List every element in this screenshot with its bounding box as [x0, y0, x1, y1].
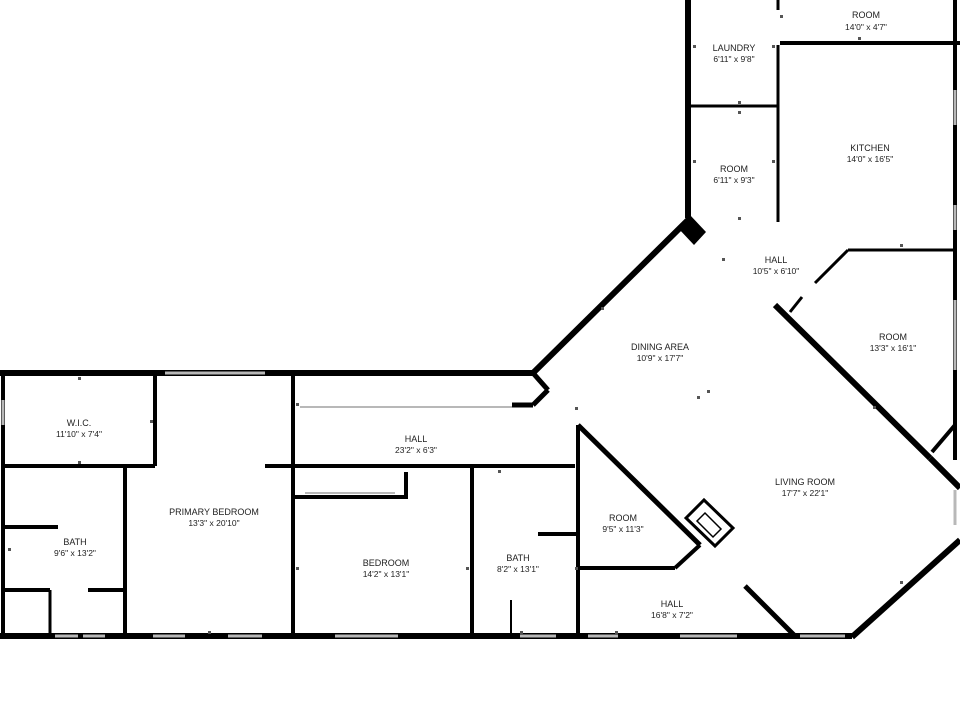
- bath-name: BATH: [63, 537, 86, 547]
- hall-name: HALL: [661, 599, 684, 609]
- walls: [0, 0, 960, 640]
- dining-area-dims: 10'9" x 17'7": [637, 353, 684, 363]
- hall-dims: 16'8" x 7'2": [651, 610, 693, 620]
- room-dims: 9'5" x 11'3": [602, 524, 643, 534]
- hall-dims: 10'5" x 6'10": [753, 266, 800, 276]
- room-name: ROOM: [720, 164, 748, 174]
- bedroom-name: BEDROOM: [363, 558, 410, 568]
- wic-name: W.I.C.: [67, 418, 92, 428]
- primary-bedroom-dims: 13'3" x 20'10": [188, 518, 239, 528]
- hall-dims: 23'2" x 6'3": [395, 445, 437, 455]
- room-dims: 6'11" x 9'3": [713, 175, 754, 185]
- room-name: ROOM: [879, 332, 907, 342]
- room-name: ROOM: [609, 513, 637, 523]
- bedroom-dims: 14'2" x 13'1": [363, 569, 410, 579]
- room-dims: 14'0" x 4'7": [845, 22, 887, 32]
- windows: [1, 90, 957, 638]
- room-labels: ROOM 14'0" x 4'7" LAUNDRY 6'11" x 9'8" K…: [54, 10, 916, 620]
- bath-dims: 8'2" x 13'1": [497, 564, 539, 574]
- laundry-name: LAUNDRY: [713, 43, 756, 53]
- room-name: ROOM: [852, 10, 880, 20]
- wic-dims: 11'10" x 7'4": [56, 429, 102, 439]
- laundry-dims: 6'11" x 9'8": [713, 54, 754, 64]
- hall-name: HALL: [765, 255, 788, 265]
- dining-area-name: DINING AREA: [631, 342, 689, 352]
- primary-bedroom-name: PRIMARY BEDROOM: [169, 507, 259, 517]
- living-room-name: LIVING ROOM: [775, 477, 835, 487]
- kitchen-name: KITCHEN: [850, 143, 890, 153]
- room-dims: 13'3" x 16'1": [870, 343, 917, 353]
- markers: [8, 15, 903, 634]
- hall-name: HALL: [405, 434, 428, 444]
- bath-name: BATH: [506, 553, 529, 563]
- bath-dims: 9'6" x 13'2": [54, 548, 96, 558]
- living-room-dims: 17'7" x 22'1": [782, 488, 829, 498]
- kitchen-dims: 14'0" x 16'5": [847, 154, 894, 164]
